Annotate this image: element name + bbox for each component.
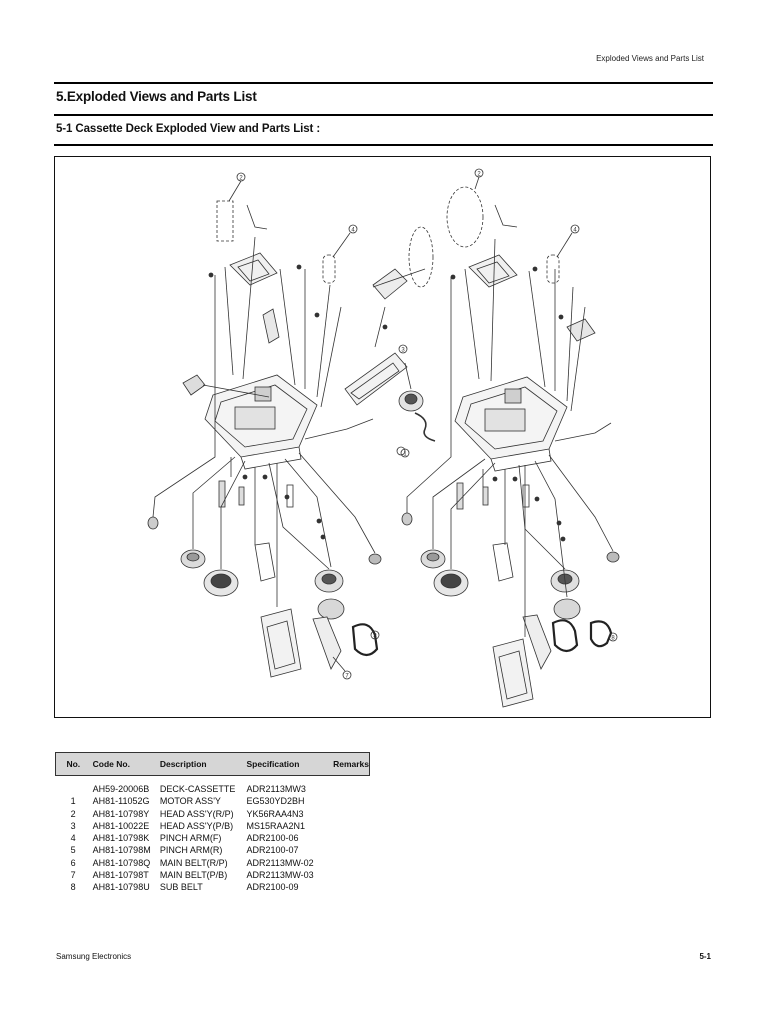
cell-code: AH81-10798M [92,845,151,856]
callout-right-2: 4 [573,228,577,234]
cell-description: MAIN BELT(R/P) [159,857,228,868]
cell-code: AH81-10022E [92,820,150,831]
subtitle-rule [54,144,713,146]
cell-no: 6 [70,857,76,868]
table-row: 8 AH81-10798U SUB BELT ADR2100-09 [56,881,370,893]
table-row: 5 AH81-10798M PINCH ARM(R) ADR2100-07 [56,844,370,856]
cell-remarks [327,808,369,820]
cell-specification: ADR2100-09 [246,882,299,893]
cell-remarks [327,881,369,893]
right-deck-assembly: 2 4 3 1 8 [372,168,620,708]
exploded-view-drawing: 2 4 8 7 [147,168,620,708]
cell-code: AH81-10798Q [92,857,151,868]
cell-remarks [327,857,369,869]
cell-description: PINCH ARM(F) [159,833,222,844]
table-header-row: No. Code No. Description Specification R… [54,752,371,776]
cell-description: HEAD ASS'Y(R/P) [159,808,234,819]
cell-remarks [327,844,369,856]
callout-left-2: 4 [351,228,355,234]
cell-no: 4 [70,833,76,844]
cell-remarks [327,776,369,796]
cell-specification: ADR2113MW-03 [246,870,314,881]
callout-left-4: 7 [345,674,349,680]
cell-specification: YK56RAA4N3 [246,808,304,819]
cell-remarks [327,832,369,844]
left-deck-assembly: 2 4 8 7 [147,172,382,680]
cell-code: AH59-20006B [92,784,150,794]
cell-specification: ADR2100-06 [246,833,299,844]
col-header-code: Code No. [86,752,154,776]
title-top-rule [54,82,713,84]
title-bottom-rule [54,114,713,116]
cell-specification: ADR2113MW3 [246,784,306,794]
cell-no: 2 [70,808,76,819]
cell-specification: ADR2113MW-02 [246,857,314,868]
col-header-remarks: Remarks [327,752,371,776]
table-row: AH59-20006B DECK-CASSETTE ADR2113MW3 [56,776,370,796]
cell-no: 5 [70,845,76,856]
cell-no: 8 [70,882,76,893]
callout-right-5: 8 [611,636,615,642]
callout-right-4: 1 [403,452,407,458]
cell-description: PINCH ARM(R) [159,845,223,856]
subsection-title: 5-1 Cassette Deck Exploded View and Part… [56,123,321,135]
cell-code: AH81-11052G [92,796,150,807]
cell-description: MAIN BELT(P/B) [159,870,228,881]
col-header-specification: Specification [240,752,328,776]
table-row: 4 AH81-10798K PINCH ARM(F) ADR2100-06 [56,832,370,844]
cell-specification: ADR2100-07 [246,845,299,856]
cell-description: HEAD ASS'Y(P/B) [159,820,234,831]
cell-no: 3 [70,820,76,831]
cell-specification: EG530YD2BH [246,796,305,807]
callout-right-1: 2 [477,172,481,178]
cell-remarks [327,869,369,881]
middle-parts [344,268,436,456]
table-row: 3 AH81-10022E HEAD ASS'Y(P/B) MS15RAA2N1 [56,820,370,832]
cell-description: DECK-CASSETTE [159,784,236,794]
table-row: 1 AH81-11052G MOTOR ASS'Y EG530YD2BH [56,795,370,807]
cell-specification: MS15RAA2N1 [246,820,306,831]
callout-left-1: 2 [239,176,243,182]
cell-code: AH81-10798K [92,833,150,844]
cell-no: 7 [70,870,76,881]
table-row: 2 AH81-10798Y HEAD ASS'Y(R/P) YK56RAA4N3 [56,808,370,820]
cell-code: AH81-10798T [92,870,149,881]
table-row: 7 AH81-10798T MAIN BELT(P/B) ADR2113MW-03 [56,869,370,881]
exploded-view-figure: 2 4 8 7 [54,156,711,718]
section-title: 5.Exploded Views and Parts List [56,89,257,104]
cell-no: 1 [70,796,76,807]
running-header: Exploded Views and Parts List [596,54,704,63]
cell-description: SUB BELT [159,882,203,893]
cell-description: MOTOR ASS'Y [159,796,221,807]
table-row: 6 AH81-10798Q MAIN BELT(R/P) ADR2113MW-02 [56,857,370,869]
footer-company: Samsung Electronics [56,952,132,961]
cell-code: AH81-10798U [92,882,150,893]
cell-remarks [327,795,369,807]
cell-code: AH81-10798Y [92,808,150,819]
callout-left-3: 8 [373,634,377,640]
cell-remarks [327,820,369,832]
parts-list-table: No. Code No. Description Specification R… [54,752,371,894]
col-header-description: Description [153,752,241,776]
callout-right-3: 3 [401,348,405,354]
footer-page-number: 5-1 [699,952,711,961]
col-header-no: No. [54,752,87,776]
cell-no [56,776,87,796]
